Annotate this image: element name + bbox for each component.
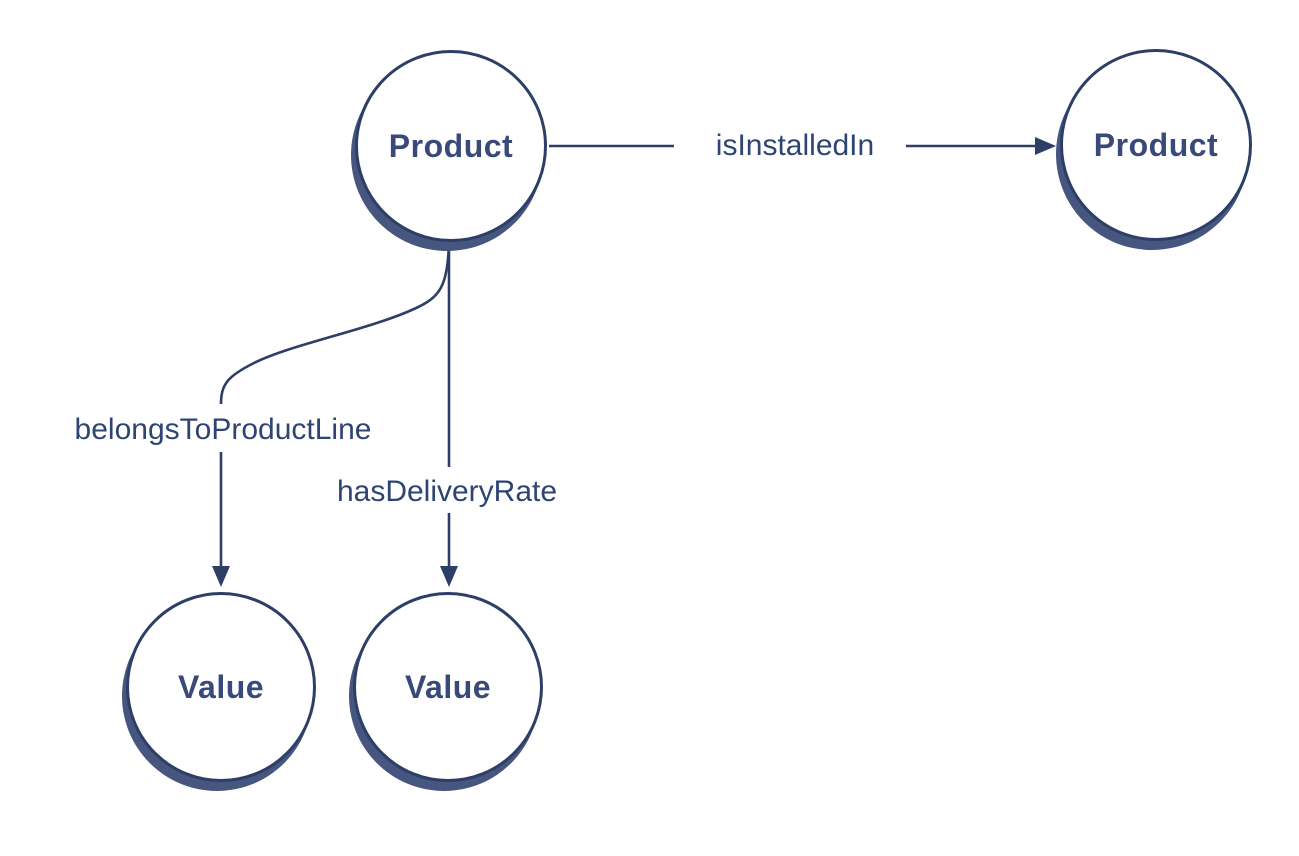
- node-product-right-label: Product: [1093, 126, 1219, 163]
- node-product-left[interactable]: Product: [355, 50, 547, 242]
- edge-isinstalledin: [549, 137, 1056, 155]
- node-value-right-label: Value: [404, 668, 492, 705]
- edge-label-hasdeliveryrate: hasDeliveryRate: [332, 475, 562, 509]
- node-value-left-label: Value: [177, 668, 265, 705]
- node-value-right[interactable]: Value: [353, 592, 543, 782]
- edge-isinstalledin-arrowhead-icon: [1035, 137, 1056, 155]
- edge-label-isinstalledin: isInstalledIn: [711, 129, 879, 163]
- edge-hasdeliveryrate-arrowhead-icon: [440, 566, 458, 587]
- node-value-left[interactable]: Value: [126, 592, 316, 782]
- edge-belongstoproductline-arrowhead-icon: [212, 566, 230, 587]
- node-product-right[interactable]: Product: [1060, 49, 1252, 241]
- node-product-left-label: Product: [388, 127, 514, 164]
- edge-hasdeliveryrate: [440, 244, 458, 587]
- edge-label-belongstoproductline: belongsToProductLine: [70, 413, 376, 447]
- edge-belongstoproductline-curve: [219, 243, 451, 405]
- edge-belongstoproductline: [212, 243, 451, 587]
